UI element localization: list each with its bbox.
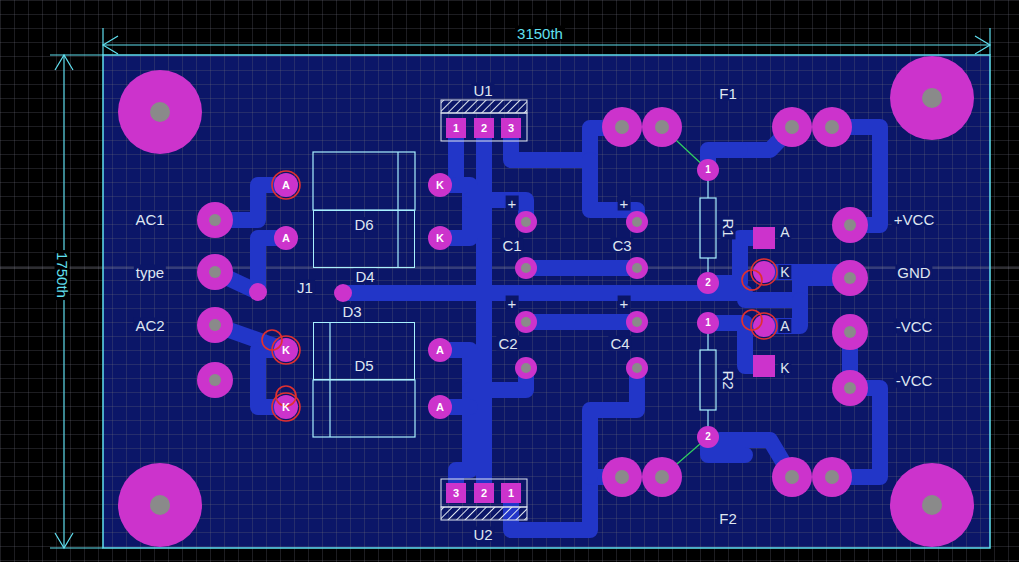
silkscreen-label: K bbox=[778, 361, 791, 375]
silkscreen-label: type bbox=[134, 265, 166, 280]
ratsnest-line bbox=[662, 127, 708, 477]
silkscreen-label: D3 bbox=[340, 304, 363, 319]
silkscreen-label: C2 bbox=[496, 336, 519, 351]
pad-label: 1 bbox=[508, 488, 514, 499]
silkscreen-label: C4 bbox=[608, 336, 631, 351]
pad-label: 1 bbox=[453, 123, 459, 134]
regulator-footprint bbox=[441, 100, 527, 520]
pad-label: 3 bbox=[453, 488, 459, 499]
silkscreen-label: A bbox=[778, 225, 791, 239]
silkscreen-label: R2 bbox=[721, 368, 736, 391]
pad-label: K bbox=[282, 345, 290, 356]
dimension bbox=[50, 28, 990, 548]
pad-label: K bbox=[282, 402, 290, 413]
copper-trace bbox=[215, 127, 880, 530]
pad-label: A bbox=[282, 180, 290, 191]
pad-label: A bbox=[282, 233, 290, 244]
silkscreen-label: +VCC bbox=[892, 212, 936, 227]
pad-label: K bbox=[436, 180, 444, 191]
pad-label: A bbox=[436, 402, 444, 413]
pad-label: A bbox=[436, 345, 444, 356]
pad-label: 1 bbox=[705, 165, 711, 175]
pad-label: 2 bbox=[481, 123, 487, 134]
silkscreen-label: AC2 bbox=[133, 318, 166, 333]
pad-label: 2 bbox=[481, 488, 487, 499]
silkscreen-label: + bbox=[506, 296, 519, 311]
drill-hole bbox=[209, 120, 856, 484]
silkscreen-label: -VCC bbox=[894, 319, 935, 334]
silkscreen-label: + bbox=[506, 196, 519, 211]
silkscreen-label: K bbox=[778, 265, 791, 279]
silkscreen-label: U1 bbox=[471, 83, 494, 98]
dimension-label: 1750th bbox=[55, 250, 70, 300]
silkscreen-label: A bbox=[778, 319, 791, 333]
silkscreen-label: + bbox=[618, 196, 631, 211]
silkscreen-label: AC1 bbox=[133, 212, 166, 227]
silkscreen-label: F2 bbox=[717, 511, 739, 526]
drc-marker bbox=[262, 171, 777, 421]
silkscreen-label: R1 bbox=[721, 216, 736, 239]
part-name: D5 bbox=[352, 358, 375, 373]
silkscreen-label: GND bbox=[895, 265, 932, 280]
silkscreen-label: C3 bbox=[610, 238, 633, 253]
pad bbox=[197, 107, 868, 503]
dimension-label: 3150th bbox=[515, 26, 565, 41]
silkscreen-label: C1 bbox=[500, 238, 523, 253]
pad-label: K bbox=[436, 233, 444, 244]
silkscreen-label: + bbox=[618, 296, 631, 311]
pad-label: 3 bbox=[508, 123, 514, 134]
pad-label: 2 bbox=[705, 432, 711, 442]
pad-label: 1 bbox=[705, 318, 711, 328]
silkscreen-label: D4 bbox=[353, 269, 376, 284]
pad-label: 2 bbox=[705, 278, 711, 288]
silkscreen bbox=[313, 152, 716, 437]
diode-outline: D5 bbox=[313, 322, 415, 380]
part-name: D6 bbox=[352, 217, 375, 232]
mounting-hole bbox=[118, 56, 974, 547]
silkscreen-label: J1 bbox=[295, 280, 315, 295]
silkscreen-label: U2 bbox=[471, 527, 494, 542]
silkscreen-label: F1 bbox=[717, 86, 739, 101]
silkscreen-label: -VCC bbox=[894, 373, 935, 388]
diode-outline: D6 bbox=[313, 210, 415, 268]
